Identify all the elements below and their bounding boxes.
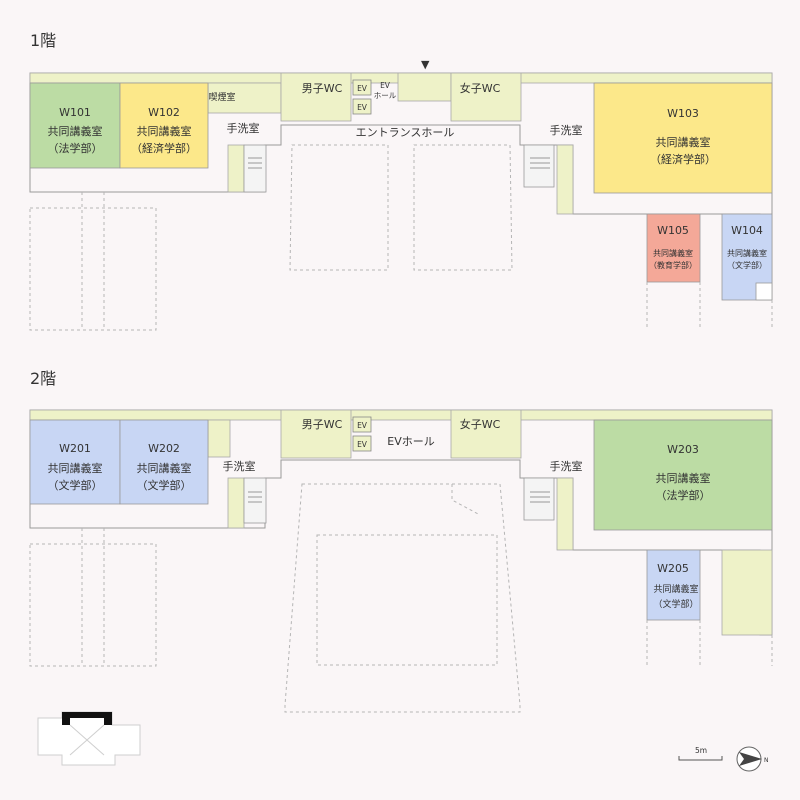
floor-2-top-corridor [29,409,773,421]
womens-wc-label-1f: 女子WC [460,81,501,95]
floor-1-ev-2 [352,98,372,115]
w103-id: W103 [667,107,699,120]
w205-id: W205 [657,562,689,575]
w202-dept: （文学部） [137,478,192,492]
smoking-room-label: 喫煙室 [208,91,235,103]
floor-2-left-corridor-top [207,419,231,458]
room-w103[interactable] [593,82,773,194]
w202-type: 共同講義室 [137,461,192,475]
w104-id: W104 [731,224,763,237]
floor-1-dashed-atrium-left [289,144,389,271]
w102-type: 共同講義室 [137,124,192,138]
w104-type: 共同講義室 [727,248,767,258]
entrance-hall-label: エントランスホール [356,126,455,139]
room-w203[interactable] [593,419,773,531]
entrance-marker-icon: ▼ [421,58,430,71]
ev-label-1f-b: EV [357,103,368,112]
floor-2-right-corridor [556,477,574,551]
floor-2-dashed-left [29,543,157,667]
w101-type: 共同講義室 [48,124,103,138]
ev-label-2f-a: EV [357,421,368,430]
floor-1-ev-hall-area [397,72,452,102]
w101-dept: （法学部） [48,141,103,155]
floor-2-ev-1 [352,416,372,433]
washroom-label-1f-right: 手洗室 [550,123,583,137]
w205-dept: （文学部） [653,598,698,610]
washroom-label-2f-left: 手洗室 [223,459,256,473]
floor-1-stair-right [523,144,555,188]
w201-id: W201 [59,442,91,455]
w103-dept: （経済学部） [650,152,716,166]
w201-dept: （文学部） [48,478,103,492]
floor-2: 2階 W201 共同講義室 （文学部） W202 共同講義室 （文学部） W20… [29,369,773,713]
mens-wc-label-1f: 男子WC [302,82,343,95]
floor-1: 1階 ▼ W101 共同講義室 （法学部 [29,31,773,331]
floor-1-dashed-left [29,207,157,331]
floor-1-dashed-atrium-right [413,144,513,271]
washroom-label-2f-right: 手洗室 [550,459,583,473]
room-w102[interactable] [119,82,209,169]
ev-label-2f-b: EV [357,440,368,449]
floor-1-left-corridor [227,144,245,193]
w102-dept: （経済学部） [131,141,197,155]
floor-2-label: 2階 [30,369,56,388]
north-arrow-letter: N [764,757,769,764]
womens-wc-label-2f: 女子WC [460,417,501,431]
room-w101[interactable] [29,82,121,169]
floor-1-womens-wc-area [450,72,522,122]
w105-type: 共同講義室 [653,248,693,258]
floor-2-left-corridor [227,477,245,529]
ev-hall-line2-1f: ホール [374,91,397,100]
w201-type: 共同講義室 [48,461,103,475]
ev-hall-line1-1f: EV [380,81,391,90]
key-map [37,711,141,766]
room-w202[interactable] [119,419,209,505]
floor-2-dashed-atrium [284,483,521,713]
floor-1-label: 1階 [30,31,56,50]
floor-1-w104-notch [755,282,773,301]
mens-wc-label-2f: 男子WC [302,418,343,431]
floor-2-stair-left [243,477,267,524]
w203-type: 共同講義室 [656,471,711,485]
w202-id: W202 [148,442,180,455]
floor-1-ev-1 [352,79,372,96]
floor-1-mens-wc-area [280,72,352,122]
w105-id: W105 [657,224,689,237]
floor-2-mens-wc-area [280,409,352,459]
washroom-label-1f-left: 手洗室 [227,121,260,135]
scale-bar: 5m [678,746,723,761]
floor-2-ev-2 [352,435,372,452]
ev-hall-label-2f: EVホール [387,435,434,448]
floor-1-right-corridor [556,144,574,215]
w203-id: W203 [667,443,699,456]
floor-2-dashed-void [316,534,498,666]
ev-label-1f-a: EV [357,84,368,93]
floor-2-stair-right [523,477,555,521]
w102-id: W102 [148,106,180,119]
north-arrow-icon: N [736,746,769,772]
floor-2-right-corner-area [721,549,773,636]
w104-dept: （文学部） [727,260,767,270]
w205-type: 共同講義室 [653,583,698,595]
scale-bar-label: 5m [695,746,707,755]
w105-dept: （教育学部） [649,260,697,270]
room-w205[interactable] [646,549,701,621]
floor-2-womens-wc-area [450,409,522,459]
w203-dept: （法学部） [656,488,711,502]
floor-1-smoking-area [207,82,282,114]
room-w105[interactable] [646,213,701,283]
w101-id: W101 [59,106,91,119]
w103-type: 共同講義室 [656,135,711,149]
